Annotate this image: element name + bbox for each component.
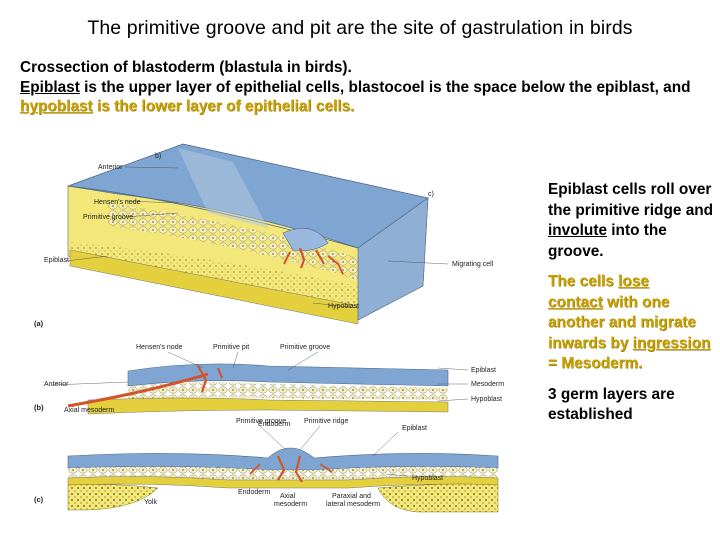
label-b-primitive-groove: Primitive groove [280, 344, 330, 351]
panel-b-letter: (b) [34, 403, 44, 412]
side-paragraph-1: Epiblast cells roll over the primitive r… [548, 180, 718, 262]
label-b-hypoblast: Hypoblast [471, 396, 502, 403]
panel-c-letter: (c) [34, 495, 44, 504]
panel-a-diagram [66, 144, 448, 324]
label-a-sub-c: c) [428, 191, 434, 198]
label-a-hensens-node: Hensen's node [94, 199, 141, 206]
label-c-paraxial-1: Paraxial and [332, 493, 371, 500]
label-c-endoderm: Endoderm [238, 489, 270, 496]
intro-part2: is the upper layer of epithelial cells, … [80, 79, 691, 96]
slide-title: The primitive groove and pit are the sit… [0, 17, 720, 40]
label-b-hensens-node: Hensen's node [136, 344, 183, 351]
side-text: Epiblast cells roll over the primitive r… [548, 180, 718, 436]
label-c-primitive-groove: Primitive groove [236, 418, 286, 425]
side-p2-post: = Mesoderm. [548, 355, 643, 372]
label-b-axial-mesoderm: Axial mesoderm [64, 407, 114, 414]
hypoblast-term: hypoblast [20, 98, 93, 115]
ingression-term: ingression [633, 335, 711, 352]
intro-text: Crossection of blastoderm (blastula in b… [20, 58, 710, 117]
panel-a-letter: (a) [34, 319, 44, 328]
label-a-primitive-groove: Primitive groove [83, 214, 133, 221]
label-a-migrating-cell: Migrating cell [452, 261, 494, 268]
gastrulation-figure: Anterior Hensen's node Primitive groove … [28, 138, 540, 518]
side-p2-pre: The cells [548, 273, 618, 290]
label-c-axial-2: mesoderm [274, 501, 307, 508]
epiblast-term: Epiblast [20, 79, 80, 96]
label-c-primitive-ridge: Primitive ridge [304, 418, 348, 425]
label-c-yolk: Yolk [144, 499, 157, 506]
label-c-axial-1: Axial [280, 493, 296, 500]
label-a-sub-b: b) [155, 153, 161, 160]
label-a-anterior: Anterior [98, 164, 123, 171]
label-b-anterior: Anterior [44, 381, 69, 388]
label-c-paraxial-2: lateral mesoderm [326, 501, 380, 508]
intro-line1: Crossection of blastoderm (blastula in b… [20, 59, 352, 76]
label-c-hypoblast: Hypoblast [412, 475, 443, 482]
label-b-epiblast: Epiblast [471, 367, 496, 374]
label-b-mesoderm: Mesoderm [471, 381, 504, 388]
label-b-primitive-pit: Primitive pit [213, 344, 249, 351]
intro-part3: is the lower layer of epithelial cells. [93, 98, 355, 115]
side-paragraph-3: 3 germ layers are established [548, 385, 718, 426]
label-c-epiblast: Epiblast [402, 425, 427, 432]
lose-term: lose [618, 273, 649, 290]
involute-term: involute [548, 222, 607, 239]
label-a-epiblast: Epiblast [44, 257, 69, 264]
side-p1-pre: Epiblast cells roll over the primitive r… [548, 181, 713, 219]
panel-b-diagram [52, 352, 468, 414]
label-a-hypoblast: Hypoblast [328, 303, 359, 310]
contact-term: contact [548, 294, 603, 311]
